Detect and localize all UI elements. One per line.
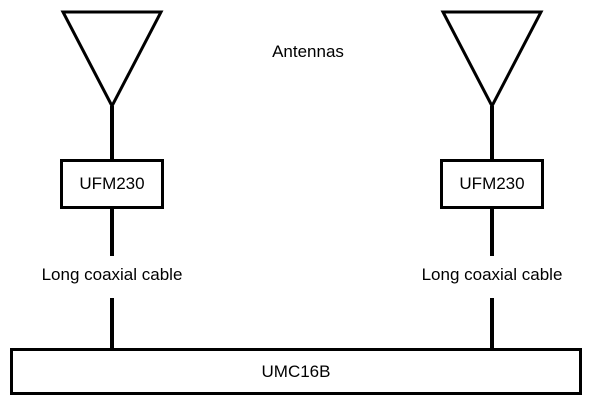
right-ufm230-module: UFM230 — [440, 159, 544, 209]
antennas-label: Antennas — [272, 42, 344, 61]
right-antenna-icon — [440, 10, 544, 110]
right-cable-label: Long coaxial cable — [421, 265, 563, 284]
left-cable-label: Long coaxial cable — [41, 265, 183, 284]
left-ufm230-module: UFM230 — [60, 159, 164, 209]
left-ufm230-label: UFM230 — [79, 174, 145, 193]
right-ufm230-label: UFM230 — [459, 174, 525, 193]
umc16b-receiver: UMC16B — [10, 348, 582, 395]
left-antenna-icon — [60, 10, 164, 110]
umc16b-label: UMC16B — [261, 361, 331, 381]
